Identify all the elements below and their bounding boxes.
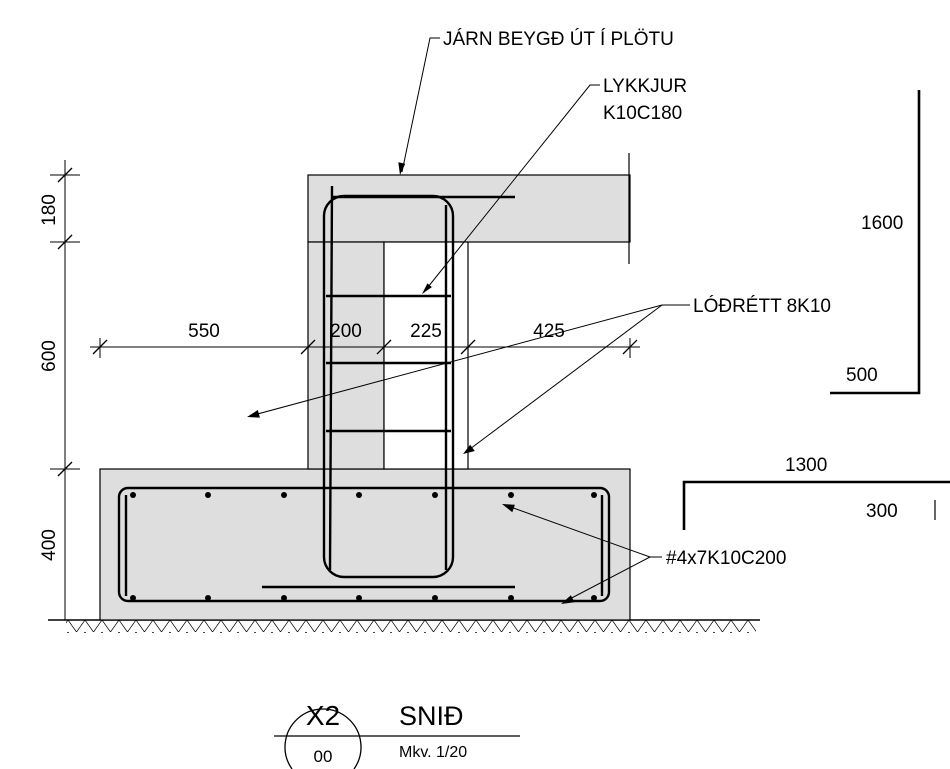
bar-detail-vertical-leg: 500	[846, 365, 878, 386]
label-vertical-bars: LÓÐRÉTT 8K10	[693, 295, 831, 317]
section-id: X2	[306, 700, 340, 731]
bar-detail-bent-leg: 300	[866, 501, 898, 522]
reinforcement	[117, 185, 611, 603]
wall-new	[383, 241, 469, 470]
footing-bar-loop	[117, 486, 611, 603]
dim-label-600: 600	[39, 340, 60, 372]
vertical-dimension-chain	[50, 160, 80, 620]
label-footing-bars: #4x7K10C200	[666, 548, 786, 569]
bar-detail-bent-length: 1300	[785, 455, 827, 476]
bar-detail-vertical-length: 1600	[861, 213, 903, 234]
dim-label-400: 400	[39, 529, 60, 561]
title-block: X2 00 SNIÐ Mkv. 1/20	[274, 700, 520, 769]
dim-label-200: 200	[330, 321, 362, 342]
concrete	[99, 174, 631, 621]
label-stirrups: LYKKJUR	[603, 76, 687, 97]
footing	[99, 468, 631, 621]
sheet-number: 00	[314, 747, 333, 766]
ground	[48, 619, 760, 633]
section-bubble	[284, 708, 362, 769]
slab	[307, 174, 631, 243]
bar-detail-bent	[682, 480, 950, 530]
bar-detail-vertical	[830, 90, 921, 395]
footing-bar-dots	[130, 492, 597, 601]
label-bent-bars: JÁRN BEYGÐ ÚT Í PLÖTU	[443, 28, 674, 50]
horizontal-dimension-chain	[90, 338, 640, 358]
drawing-title: SNIÐ	[399, 701, 464, 731]
vertical-bar-left	[328, 185, 334, 571]
drawing-scale: Mkv. 1/20	[399, 744, 467, 761]
leader-lines	[249, 37, 690, 603]
wall-existing	[307, 241, 385, 470]
dim-label-425: 425	[533, 321, 565, 342]
dim-label-225: 225	[410, 321, 442, 342]
dim-label-550: 550	[188, 321, 220, 342]
dim-label-180: 180	[39, 194, 60, 226]
leader-arrowheads	[247, 162, 575, 604]
ground-hatching	[66, 620, 756, 633]
label-stirrups-spec: K10C180	[603, 103, 682, 124]
